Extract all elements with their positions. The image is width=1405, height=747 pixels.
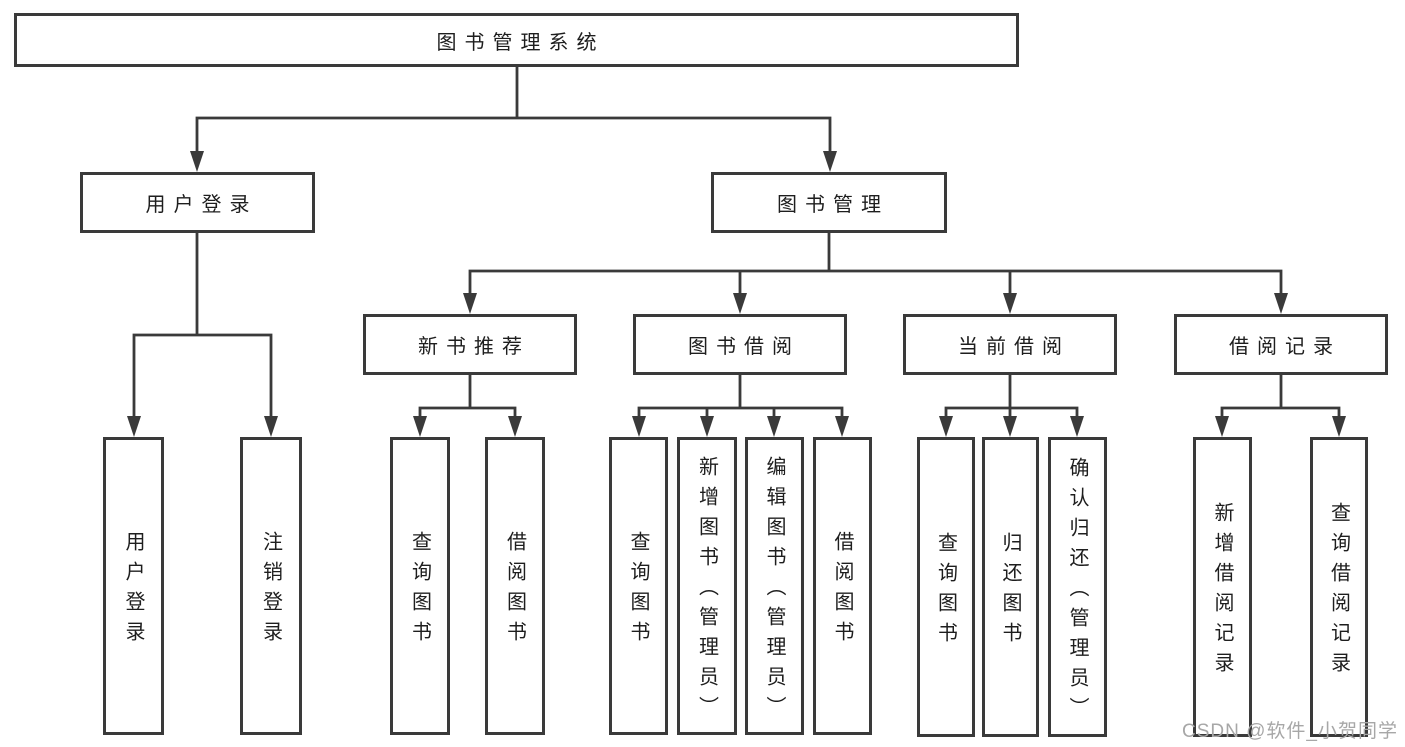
leaf-borrow-books-recommend: 借阅图书: [485, 437, 545, 735]
connector-user-login-split: [132, 231, 273, 420]
leaf-borrow-books-borrowing: 借阅图书: [813, 437, 872, 735]
arrow-to-leaf-logout: [264, 416, 278, 437]
leaf-return-books: 归还图书: [982, 437, 1039, 737]
leaf-query-books-current: 查询图书: [917, 437, 975, 737]
connector-new-book-split: [418, 373, 517, 420]
connector-book-management-split: [468, 231, 1283, 297]
arrow-to-leaf-br-query: [1332, 416, 1346, 437]
leaf-add-books-admin: 新增图书（管理员）: [677, 437, 737, 735]
arrow-to-leaf-cb-confirm: [1070, 416, 1084, 437]
connector-root-split: [195, 65, 832, 155]
arrow-to-leaf-bb-add: [700, 416, 714, 437]
arrow-to-leaf-bb-borrow: [835, 416, 849, 437]
node-user-login: 用户登录: [80, 172, 315, 233]
leaf-add-borrow-record: 新增借阅记录: [1193, 437, 1252, 737]
arrow-to-leaf-bb-edit: [767, 416, 781, 437]
arrow-to-leaf-bb-query: [632, 416, 646, 437]
node-borrowing-records: 借阅记录: [1174, 314, 1388, 375]
connector-borrowing-records-split: [1220, 373, 1341, 420]
arrow-to-leaf-br-add: [1215, 416, 1229, 437]
arrow-to-new-book-recommendation: [463, 293, 477, 314]
leaf-edit-books-admin: 编辑图书（管理员）: [745, 437, 804, 735]
node-book-management: 图书管理: [711, 172, 947, 233]
arrow-to-current-borrowing: [1003, 293, 1017, 314]
node-book-borrowing: 图书借阅: [633, 314, 847, 375]
connector-book-borrowing-split: [637, 373, 844, 420]
node-current-borrowing: 当前借阅: [903, 314, 1117, 375]
arrow-to-leaf-cb-return: [1003, 416, 1017, 437]
arrow-to-book-borrowing: [733, 293, 747, 314]
leaf-confirm-return-admin: 确认归还（管理员）: [1048, 437, 1107, 737]
arrow-to-user-login: [190, 151, 204, 172]
arrow-to-leaf-nb-borrow: [508, 416, 522, 437]
arrow-to-leaf-nb-query: [413, 416, 427, 437]
leaf-user-login: 用户登录: [103, 437, 164, 735]
node-new-book-recommendation: 新书推荐: [363, 314, 577, 375]
leaf-query-books-recommend: 查询图书: [390, 437, 450, 735]
watermark: CSDN @软件_小贺同学: [1182, 721, 1398, 742]
arrow-to-book-management: [823, 151, 837, 172]
leaf-logout-login: 注销登录: [240, 437, 302, 735]
leaf-query-books-borrowing: 查询图书: [609, 437, 668, 735]
leaf-query-borrow-record: 查询借阅记录: [1310, 437, 1368, 737]
arrowheads: [127, 151, 1346, 437]
node-root: 图书管理系统: [14, 13, 1019, 67]
connector-current-borrowing-split: [944, 373, 1079, 420]
arrow-to-leaf-login: [127, 416, 141, 437]
arrow-to-borrowing-records: [1274, 293, 1288, 314]
arrow-to-leaf-cb-query: [939, 416, 953, 437]
